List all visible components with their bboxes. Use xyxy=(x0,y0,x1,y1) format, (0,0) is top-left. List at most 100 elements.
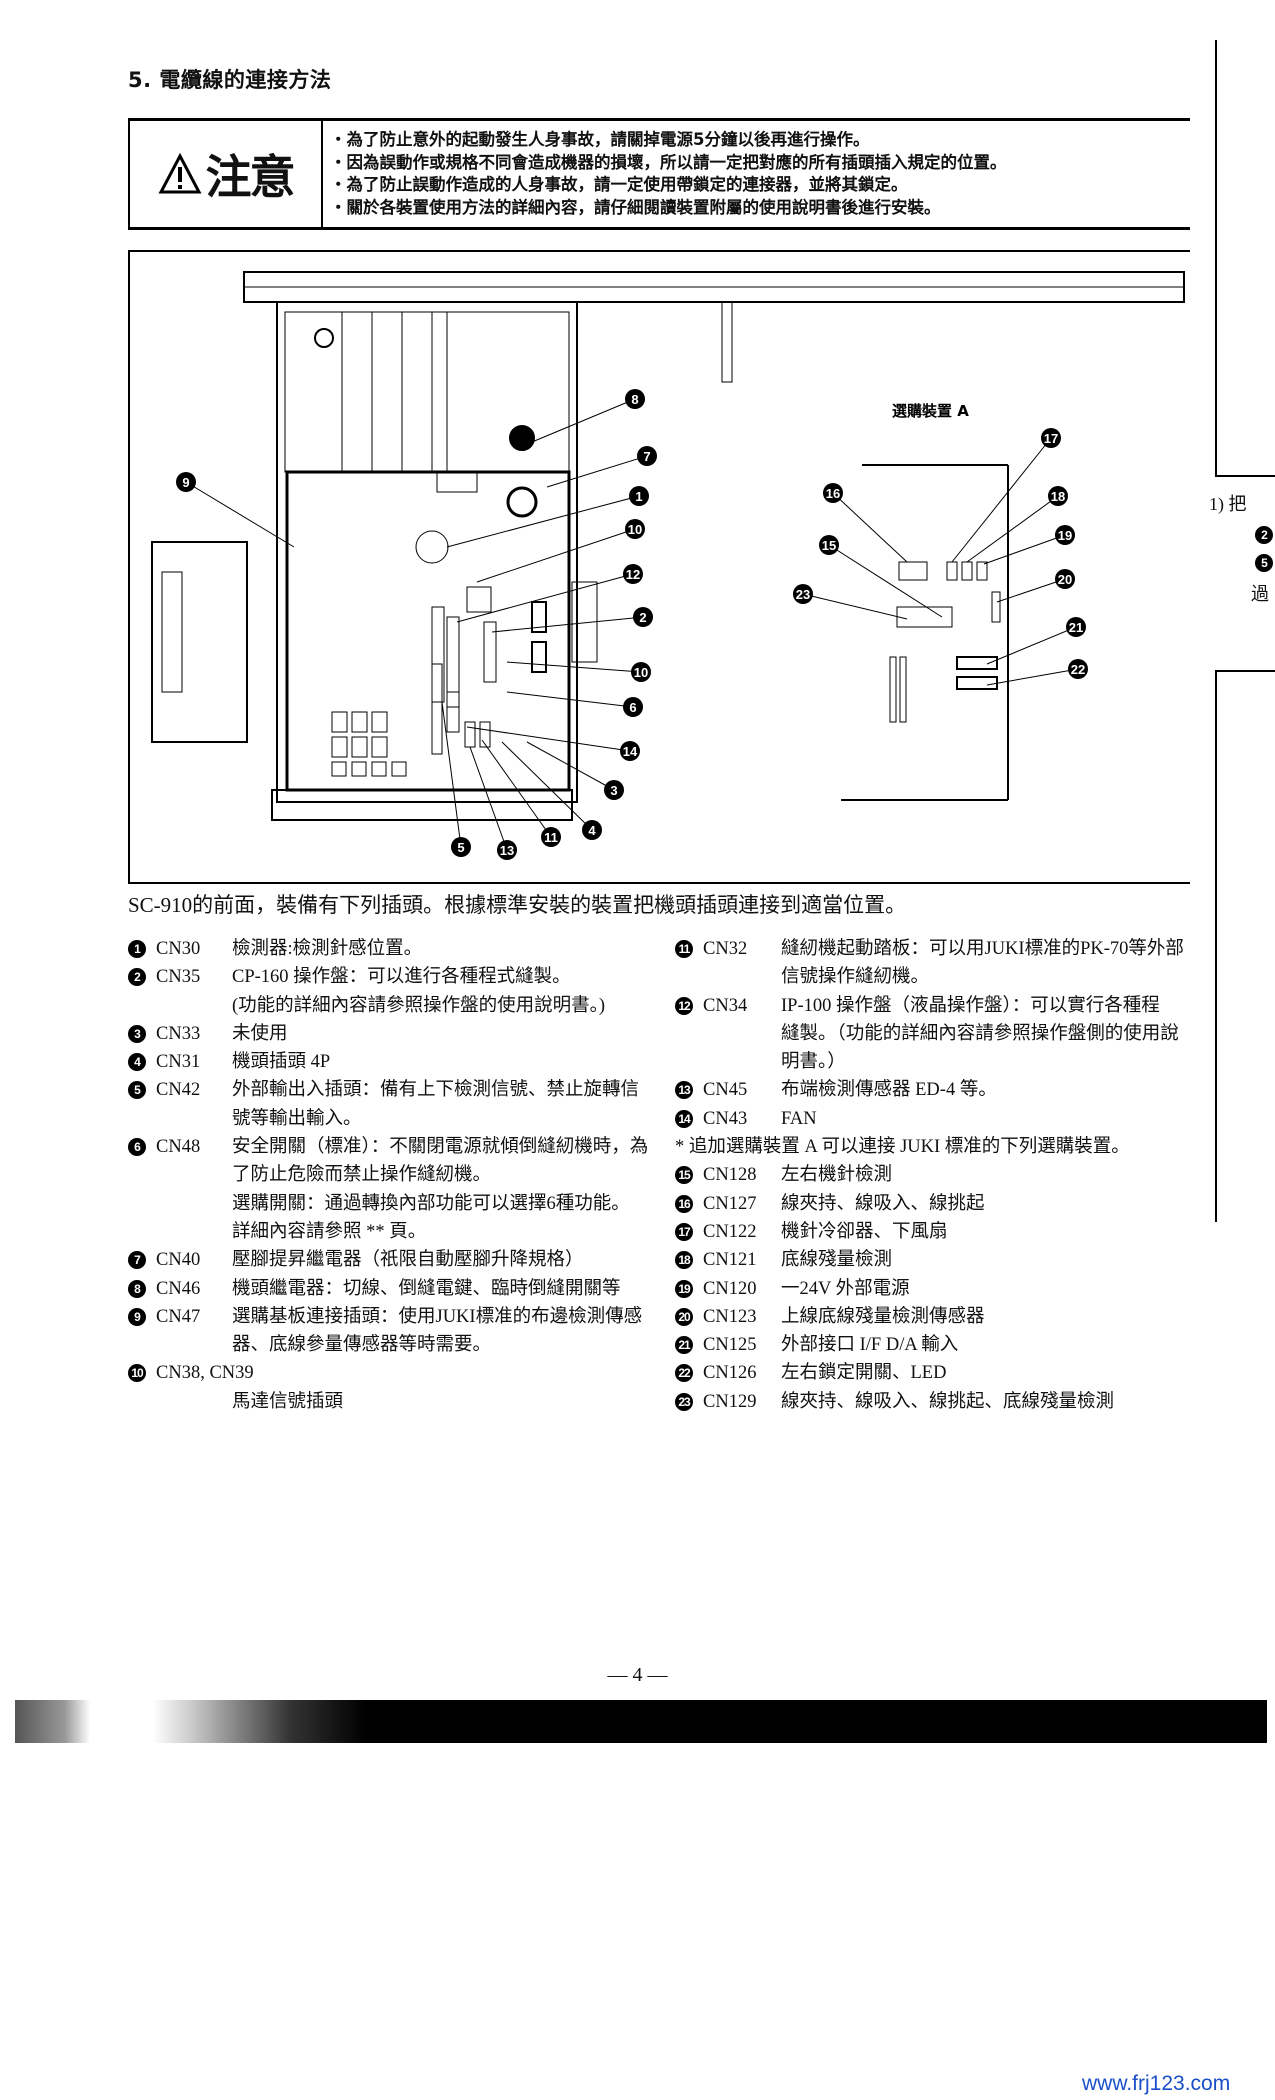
connector-id: CN35 xyxy=(156,967,201,988)
connector-description: 馬達信號插頭 xyxy=(232,1391,344,1412)
svg-text:4: 4 xyxy=(588,823,596,838)
number-marker: 19 xyxy=(675,1279,693,1298)
caution-line: ・為了防止意外的起動發生人身事故，請關掉電源5分鐘以後再進行操作。 xyxy=(330,130,870,149)
option-a-title: 選購裝置 A xyxy=(892,402,969,420)
svg-text:11: 11 xyxy=(544,830,558,845)
connector-description: 左右鎖定開關、LED xyxy=(781,1363,947,1384)
connector-id: CN126 xyxy=(703,1363,757,1384)
number-marker: 22 xyxy=(675,1364,693,1383)
connector-id: CN45 xyxy=(703,1080,748,1101)
caution-text: ・為了防止意外的起動發生人身事故，請關掉電源5分鐘以後再進行操作。 ・因為誤動作… xyxy=(330,129,1007,219)
connector-description: 未使用 xyxy=(232,1023,288,1044)
warning-triangle-icon xyxy=(158,153,201,194)
connector-description: 壓腳提昇繼電器（祇限自動壓腳升降規格） xyxy=(232,1250,584,1271)
number-marker: 5 xyxy=(128,1081,146,1100)
number-marker: 13 xyxy=(675,1081,693,1100)
callout-1: 1 xyxy=(629,486,649,506)
connector-id: CN33 xyxy=(156,1023,201,1044)
connector-description: 縫製。（功能的詳細內容請參照操作盤側的使用說 xyxy=(781,1023,1179,1044)
svg-text:19: 19 xyxy=(1058,528,1072,543)
svg-text:14: 14 xyxy=(623,744,638,759)
callout-8: 8 xyxy=(625,389,645,409)
number-marker: 17 xyxy=(675,1222,693,1241)
connector-id: CN43 xyxy=(703,1108,748,1129)
connector-description: 檢測器:檢測針感位置。 xyxy=(232,939,423,959)
callout-2: 2 xyxy=(633,607,653,627)
callout-10: 10 xyxy=(625,519,645,539)
connector-description: 布端檢測傳感器 ED-4 等。 xyxy=(781,1080,997,1101)
connector-id: CN129 xyxy=(703,1391,757,1412)
number-marker: 6 xyxy=(128,1138,146,1157)
number-marker: 14 xyxy=(675,1109,693,1128)
svg-text:23: 23 xyxy=(796,587,810,602)
connector-description: 底線殘量檢測 xyxy=(781,1250,893,1271)
number-marker: 12 xyxy=(675,996,693,1015)
connector-description: 縫紉機起動踏板：可以用JUKI標准的PK-70等外部 xyxy=(781,939,1184,959)
callout-9: 9 xyxy=(176,472,196,492)
connector-id: CN42 xyxy=(156,1080,201,1101)
connector-id: CN125 xyxy=(703,1335,757,1356)
connector-description: 外部輸出入插頭：備有上下檢測信號、禁止旋轉信 xyxy=(232,1080,640,1101)
connector-description: CP-160 操作盤：可以進行各種程式縫製。 xyxy=(232,967,571,988)
callout-3: 3 xyxy=(604,780,624,800)
callout-14: 14 xyxy=(620,741,640,761)
connector-description: 信號操作縫紉機。 xyxy=(781,967,930,988)
edge-text: 過 xyxy=(1251,584,1269,604)
callout-12: 12 xyxy=(623,564,643,584)
connector-description: 線夾持、線吸入、線挑起、底線殘量檢測 xyxy=(781,1391,1115,1412)
svg-text:10: 10 xyxy=(634,665,648,680)
callout-10b: 10 xyxy=(631,662,651,682)
connector-description: 詳細內容請參照 ** 頁。 xyxy=(232,1221,427,1242)
svg-text:12: 12 xyxy=(626,567,640,582)
svg-text:9: 9 xyxy=(182,475,189,490)
control-box-drawing: 選購裝置 A 8 7 1 10 12 2 10 6 14 3 4 11 13 5… xyxy=(151,271,1185,860)
svg-text:20: 20 xyxy=(1058,572,1072,587)
svg-text:3: 3 xyxy=(610,783,617,798)
callout-5: 5 xyxy=(451,837,471,857)
caution-box: 注意 ・為了防止意外的起動發生人身事故，請關掉電源5分鐘以後再進行操作。 ・因為… xyxy=(128,118,1190,230)
number-marker: 23 xyxy=(675,1392,693,1411)
connector-id: CN40 xyxy=(156,1250,201,1271)
callout-22: 22 xyxy=(1068,659,1088,679)
svg-text:17: 17 xyxy=(1044,431,1058,446)
caution-label: 注意 xyxy=(205,150,296,204)
connector-id: CN121 xyxy=(703,1250,757,1271)
number-marker: 11 xyxy=(675,940,693,958)
machine-outline xyxy=(151,271,1185,821)
svg-text:15: 15 xyxy=(822,538,836,553)
connector-description: 了防止危險而禁止操作縫紉機。 xyxy=(232,1165,492,1186)
number-marker: 16 xyxy=(675,1194,693,1213)
edge-marker: 2 xyxy=(1255,526,1273,544)
svg-text:21: 21 xyxy=(1069,620,1083,635)
scan-edge-bar xyxy=(15,1700,1267,1743)
svg-text:2: 2 xyxy=(639,610,646,625)
svg-text:16: 16 xyxy=(826,486,840,501)
connector-description: 選購基板連接插頭：使用JUKI標准的布邊檢測傳感 xyxy=(232,1306,643,1327)
callout-17: 17 xyxy=(1041,428,1061,448)
connector-id: CN123 xyxy=(703,1306,757,1327)
callout-15: 15 xyxy=(819,535,839,555)
number-marker: 15 xyxy=(675,1166,693,1185)
callout-20: 20 xyxy=(1055,569,1075,589)
svg-text:7: 7 xyxy=(643,449,650,464)
connector-description: 選購開關：通過轉換內部功能可以選擇6種功能。 xyxy=(232,1193,630,1214)
connector-id: CN30 xyxy=(156,939,201,959)
callouts: 8 7 1 10 12 2 10 6 14 3 4 11 13 5 9 17 1… xyxy=(176,389,1088,860)
connector-description: 號等輸出輸入。 xyxy=(232,1108,362,1129)
connector-description: 機頭繼電器：切線、倒縫電鍵、臨時倒縫開關等 xyxy=(232,1278,621,1299)
callout-11: 11 xyxy=(541,827,561,847)
connector-description: 左右機針檢測 xyxy=(781,1165,893,1186)
callout-18: 18 xyxy=(1048,486,1068,506)
edge-item-number: 1) xyxy=(1209,494,1224,514)
connector-description: 外部接口 I/F D/A 輸入 xyxy=(781,1335,959,1356)
number-marker: 20 xyxy=(675,1307,693,1326)
number-marker: 10 xyxy=(128,1364,146,1383)
connector-diagram: 選購裝置 A 8 7 1 10 12 2 10 6 14 3 4 11 13 5… xyxy=(128,250,1190,884)
callout-6: 6 xyxy=(623,697,643,717)
watermark: www.frj123.com xyxy=(1082,2072,1231,2095)
connector-id: CN48 xyxy=(156,1137,201,1158)
caution-line: ・因為誤動作或規格不同會造成機器的損壞，所以請一定把對應的所有插頭插入規定的位置… xyxy=(330,152,1007,172)
svg-text:6: 6 xyxy=(629,700,636,715)
caution-line: ・關於各裝置使用方法的詳細內容，請仔細閱讀裝置附屬的使用說明書後進行安裝。 xyxy=(330,197,941,217)
connector-description: 明書。） xyxy=(781,1052,846,1073)
